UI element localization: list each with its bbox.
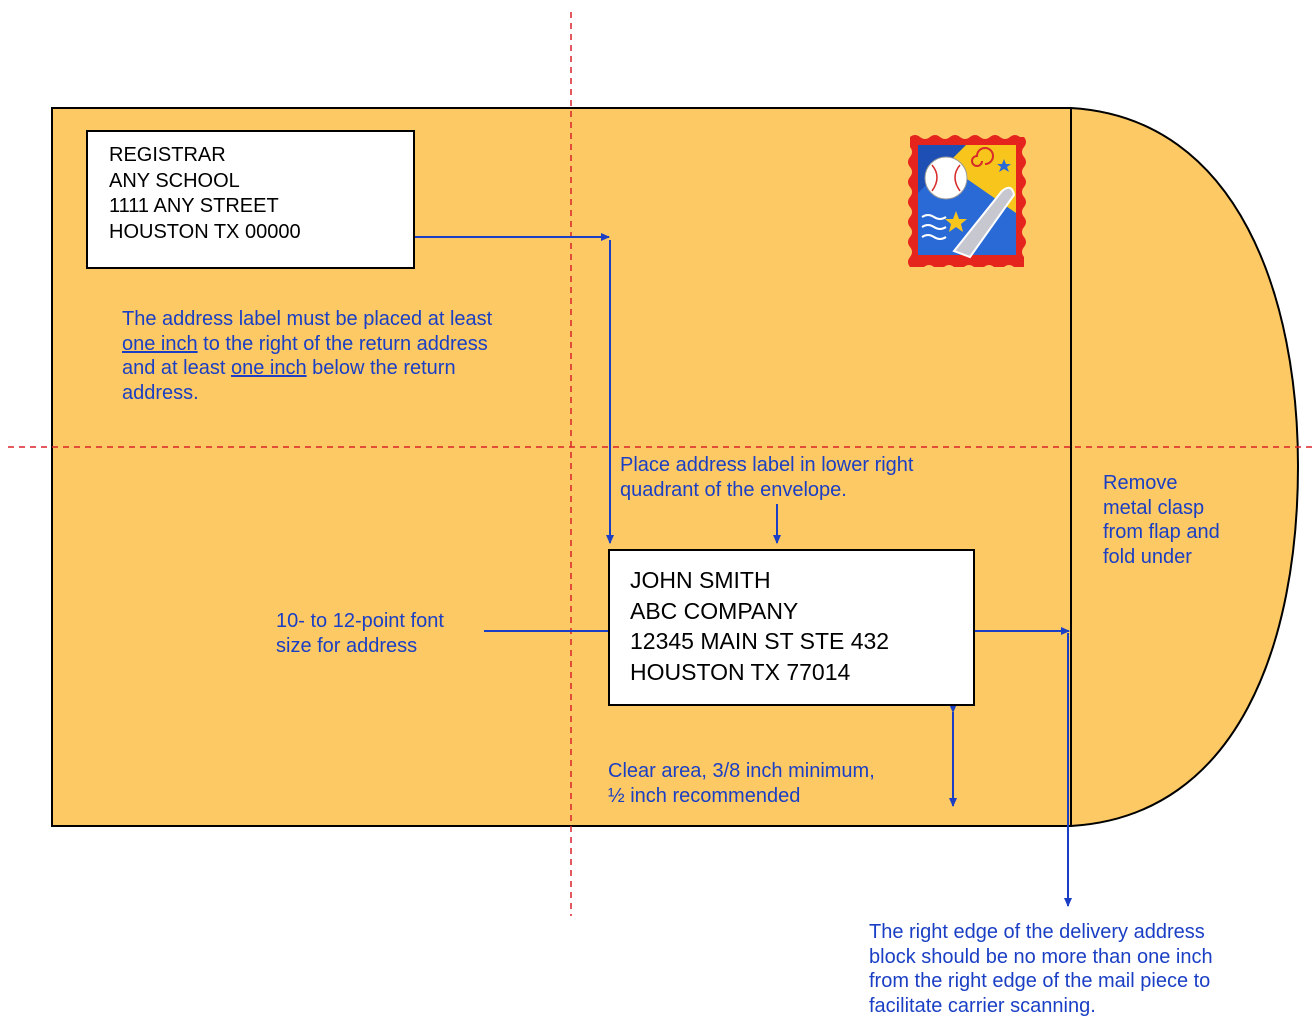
- return-address-line: HOUSTON TX 00000: [109, 220, 413, 246]
- note-line: fold under: [1103, 545, 1220, 570]
- underlined-text: one inch: [231, 357, 307, 379]
- note-text: below the return: [307, 357, 456, 379]
- note-line: Place address label in lower right: [620, 453, 914, 478]
- clear-area-note: Clear area, 3/8 inch minimum, ½ inch rec…: [608, 759, 875, 808]
- delivery-address-line: JOHN SMITH: [630, 565, 973, 596]
- note-text: to the right of the return address: [198, 333, 488, 355]
- note-line: The address label must be placed at leas…: [122, 307, 492, 332]
- note-line: ½ inch recommended: [608, 784, 875, 809]
- note-line: and at least one inch below the return: [122, 356, 492, 381]
- underlined-text: one inch: [122, 333, 198, 355]
- note-line: metal clasp: [1103, 496, 1220, 521]
- note-line: size for address: [276, 634, 444, 659]
- return-address-line: REGISTRAR: [109, 143, 413, 169]
- quadrant-note: Place address label in lower right quadr…: [620, 453, 914, 502]
- note-line: The right edge of the delivery address: [869, 920, 1213, 945]
- delivery-address-line: 12345 MAIN ST STE 432: [630, 626, 973, 657]
- baseball-stamp-icon: [906, 133, 1028, 267]
- note-line: from the right edge of the mail piece to: [869, 969, 1213, 994]
- font-size-note: 10- to 12-point font size for address: [276, 609, 444, 658]
- return-address-line: ANY SCHOOL: [109, 169, 413, 195]
- note-line: address.: [122, 381, 492, 406]
- note-line: quadrant of the envelope.: [620, 478, 914, 503]
- delivery-address-line: ABC COMPANY: [630, 596, 973, 627]
- note-text: and at least: [122, 357, 231, 379]
- delivery-address-line: HOUSTON TX 77014: [630, 657, 973, 688]
- note-line: 10- to 12-point font: [276, 609, 444, 634]
- return-placement-note: The address label must be placed at leas…: [122, 307, 492, 405]
- note-line: Remove: [1103, 471, 1220, 496]
- return-address-box: REGISTRAR ANY SCHOOL 1111 ANY STREET HOU…: [86, 130, 415, 269]
- note-line: facilitate carrier scanning.: [869, 994, 1213, 1019]
- return-address-line: 1111 ANY STREET: [109, 194, 413, 220]
- note-line: one inch to the right of the return addr…: [122, 332, 492, 357]
- delivery-address-box: JOHN SMITH ABC COMPANY 12345 MAIN ST STE…: [608, 549, 975, 706]
- envelope-flap: [1071, 108, 1298, 826]
- clasp-note: Remove metal clasp from flap and fold un…: [1103, 471, 1220, 569]
- note-line: from flap and: [1103, 520, 1220, 545]
- note-line: Clear area, 3/8 inch minimum,: [608, 759, 875, 784]
- right-edge-note: The right edge of the delivery address b…: [869, 920, 1213, 1018]
- note-line: block should be no more than one inch: [869, 945, 1213, 970]
